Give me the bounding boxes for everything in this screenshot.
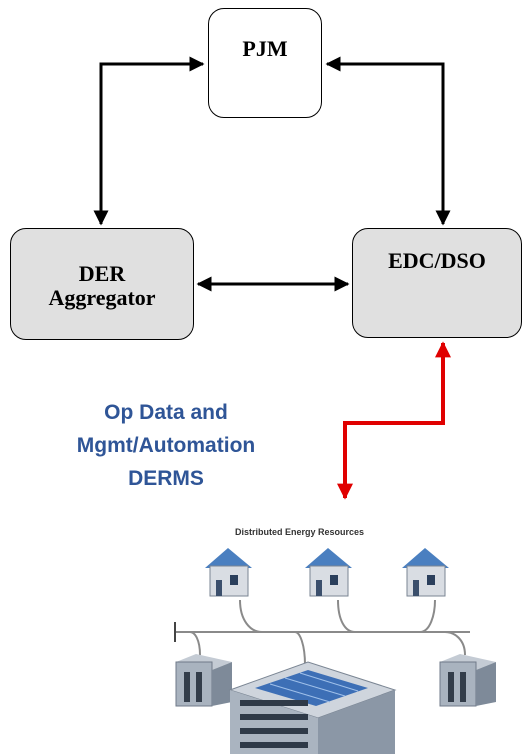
arrow-pjm-edc xyxy=(325,56,451,226)
house-icon xyxy=(305,548,352,597)
storage-cabinet-icon xyxy=(175,654,232,707)
arrow-edc-der-red xyxy=(337,341,451,500)
node-pjm: PJM xyxy=(208,8,322,118)
house-icon xyxy=(205,548,252,597)
node-der-aggregator-label: DER Aggregator xyxy=(48,260,156,310)
node-der-aggregator: DER Aggregator xyxy=(10,228,194,340)
solar-building-icon xyxy=(228,661,397,754)
house-icon xyxy=(402,548,449,597)
node-pjm-label: PJM xyxy=(242,36,288,61)
op-data-annotation: Op Data and Mgmt/Automation DERMS xyxy=(76,401,256,490)
node-edc-dso: EDC/DSO xyxy=(352,228,522,338)
der-illustration xyxy=(174,548,496,754)
node-edc-dso-label: EDC/DSO xyxy=(388,248,486,273)
arrow-pjm-der xyxy=(93,56,205,226)
illustration-title: Distributed Energy Resources xyxy=(235,527,365,537)
storage-cabinet-icon xyxy=(439,654,496,707)
